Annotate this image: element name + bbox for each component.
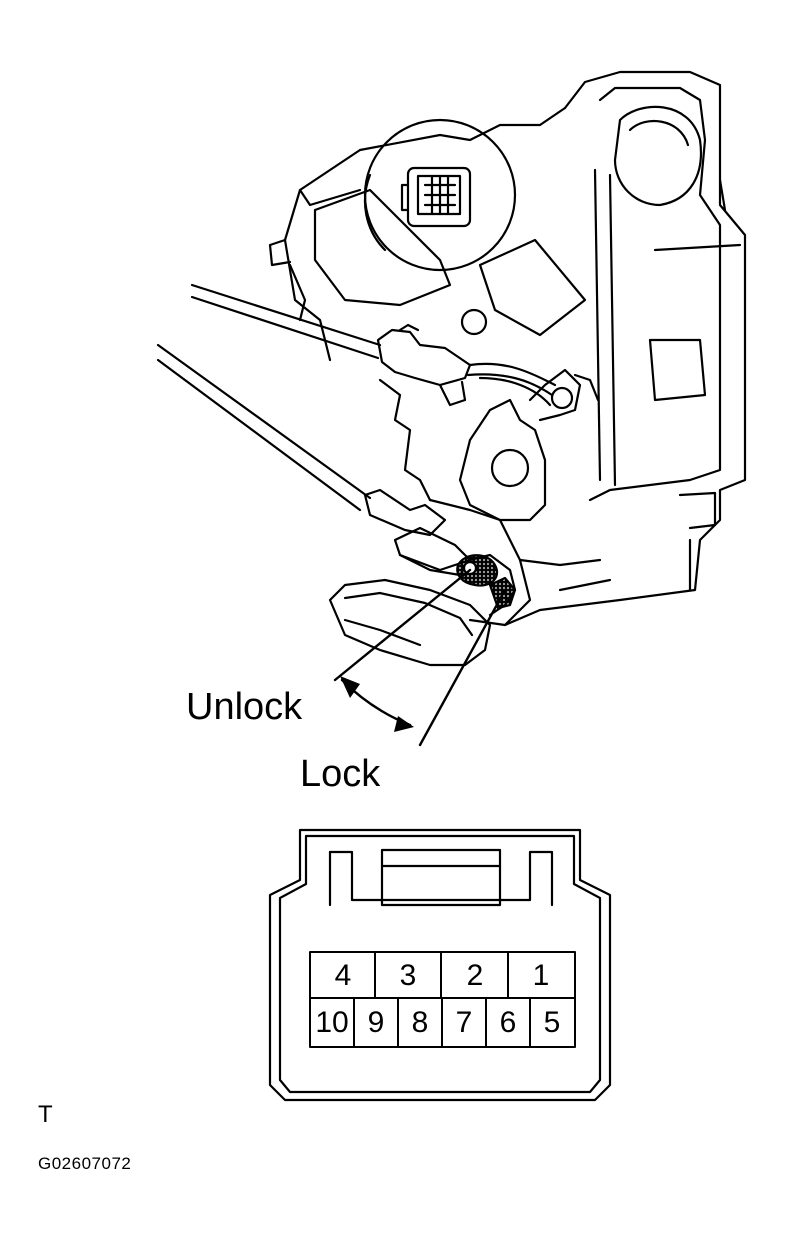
connector-face bbox=[268, 828, 612, 1102]
control-cables bbox=[156, 283, 557, 577]
pin-label: 6 bbox=[499, 1006, 517, 1039]
lock-arrowhead bbox=[394, 716, 414, 732]
pin-label: 5 bbox=[543, 1006, 561, 1039]
section-code: T bbox=[38, 1101, 53, 1128]
unlock-arrowhead bbox=[340, 676, 360, 698]
door-lock-body bbox=[268, 70, 747, 627]
pin-label: 2 bbox=[466, 959, 484, 992]
figure-id: G02607072 bbox=[38, 1154, 132, 1173]
pin-label: 1 bbox=[532, 959, 550, 992]
pin-label: 9 bbox=[367, 1006, 385, 1039]
lock-label: Lock bbox=[300, 753, 381, 795]
lock-unlock-travel-indicator bbox=[333, 568, 507, 747]
pin-label: 8 bbox=[411, 1006, 429, 1039]
pin-label: 10 bbox=[315, 1006, 349, 1039]
lock-position-line bbox=[418, 588, 507, 747]
pin-label: 7 bbox=[455, 1006, 473, 1039]
pin-label: 4 bbox=[334, 959, 352, 992]
unlock-label: Unlock bbox=[186, 686, 303, 728]
pin-label: 3 bbox=[399, 959, 417, 992]
unlock-position-line bbox=[333, 568, 472, 682]
